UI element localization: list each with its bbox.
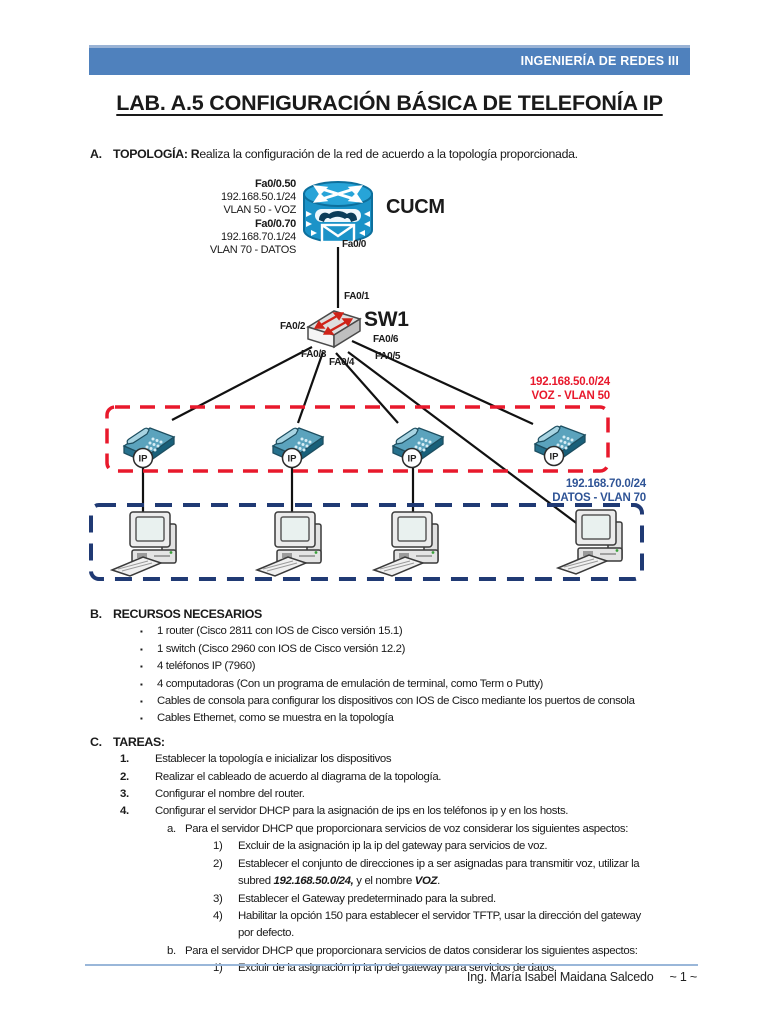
voice-zone-label: 192.168.50.0/24 VOZ - VLAN 50 <box>440 375 610 403</box>
subif-ip: 192.168.70.1/24 <box>220 230 296 243</box>
desktop-pc-icon <box>255 511 322 577</box>
ip-phone-icon: IP <box>122 427 176 469</box>
course-name: INGENIERÍA DE REDES III <box>520 54 679 68</box>
cucm-router-icon <box>303 181 373 244</box>
data-vlan-zone-box <box>89 503 644 581</box>
document-body: B. RECURSOS NECESARIOS ▪1 router (Cisco … <box>90 606 696 978</box>
task-item: 4.Configurar el servidor DHCP para la as… <box>120 805 569 818</box>
cucm-port-label: Fa0/0 <box>342 239 367 250</box>
section-a-letter: A. <box>90 147 102 161</box>
svg-text:IP: IP <box>408 454 418 465</box>
task-sub-item: a.Para el servidor DHCP que proporcionar… <box>167 822 629 835</box>
switch-port-fa05: FA0/5 <box>375 351 401 362</box>
section-b-heading: B. RECURSOS NECESARIOS <box>90 607 262 621</box>
switch-label: SW1 <box>364 308 409 331</box>
svg-text:IP: IP <box>550 452 560 463</box>
switch-port-fa03: FA0/3 <box>301 349 327 360</box>
desktop-pc-icon <box>372 511 439 577</box>
list-item: ▪4 computadoras (Con un programa de emul… <box>140 676 696 693</box>
bullet-icon: ▪ <box>140 662 143 672</box>
section-a-heading: A. TOPOLOGÍA: Realiza la configuración d… <box>90 147 700 161</box>
task-item: 2.Realizar el cableado de acuerdo al dia… <box>120 770 442 783</box>
switch-port-fa02: FA0/2 <box>280 321 306 332</box>
list-item: ▪4 teléfonos IP (7960) <box>140 658 696 675</box>
bullet-icon: ▪ <box>140 644 143 654</box>
bullet-icon: ▪ <box>140 697 143 707</box>
voice-subnet: 192.168.50.0/24 <box>529 376 610 388</box>
switch-port-fa04: FA0/4 <box>329 357 355 368</box>
subif-vlan: VLAN 70 - DATOS <box>209 244 296 257</box>
switch-icon <box>306 310 362 349</box>
list-item: ▪Cables Ethernet, como se muestra en la … <box>140 710 696 727</box>
svg-text:IP: IP <box>288 454 298 465</box>
switch-port-fa06: FA0/6 <box>373 334 399 345</box>
section-c-heading: C. TAREAS: <box>90 734 165 749</box>
switch-port-fa01: FA0/1 <box>344 291 370 302</box>
task-item: 3.Configurar el nombre del router. <box>120 788 305 801</box>
task-item: 1.Establecer la topología e inicializar … <box>120 753 392 766</box>
course-header-bar: INGENIERÍA DE REDES III <box>89 45 690 75</box>
ip-phone-icon: IP <box>271 427 325 469</box>
voice-vlan-zone-box <box>105 405 610 473</box>
cucm-label: CUCM <box>386 196 445 218</box>
bullet-icon: ▪ <box>140 627 143 637</box>
cucm-interface-labels: Fa0/0.50 192.168.50.1/24 VLAN 50 - VOZ F… <box>130 178 296 257</box>
svg-text:IP: IP <box>139 454 149 465</box>
list-item: ▪1 router (Cisco 2811 con IOS de Cisco v… <box>140 623 696 640</box>
task-sub-sub-item: 4) Habilitar la opción 150 para establec… <box>213 909 641 940</box>
task-sub-sub-item: 2) Establecer el conjunto de direcciones… <box>213 857 640 888</box>
footer: Ing. María Isabel Maidana Salcedo ~ 1 ~ <box>90 970 697 984</box>
subif-port: Fa0/0.70 <box>254 217 296 230</box>
list-item: ▪Cables de consola para configurar los d… <box>140 693 696 710</box>
data-zone-label: 192.168.70.0/24 DATOS - VLAN 70 <box>470 477 646 505</box>
ethernet-cables <box>141 247 592 535</box>
list-item: ▪1 switch (Cisco 2960 con IOS de Cisco v… <box>140 641 696 658</box>
footer-page-number: ~ 1 ~ <box>669 970 698 984</box>
ip-phone-icon: IP <box>533 425 587 467</box>
subif-vlan: VLAN 50 - VOZ <box>223 204 296 217</box>
ip-phone-icon: IP <box>391 427 445 469</box>
subif-port: Fa0/0.50 <box>254 178 296 190</box>
topology-diagram-canvas <box>89 247 644 581</box>
bullet-icon: ▪ <box>140 679 143 689</box>
bullet-icon: ▪ <box>140 714 143 724</box>
data-vlan: DATOS - VLAN 70 <box>552 492 646 504</box>
task-sub-item: b.Para el servidor DHCP que proporcionar… <box>167 944 638 957</box>
footer-author: Ing. María Isabel Maidana Salcedo <box>466 970 654 984</box>
voice-vlan: VOZ - VLAN 50 <box>531 390 610 402</box>
desktop-pc-icon <box>110 511 177 577</box>
data-subnet: 192.168.70.0/24 <box>565 478 646 490</box>
page-title: LAB. A.5 CONFIGURACIÓN BÁSICA DE TELEFON… <box>116 91 663 115</box>
section-a-text: TOPOLOGÍA: Realiza la configuración de l… <box>113 147 578 161</box>
subif-ip: 192.168.50.1/24 <box>220 191 296 204</box>
desktop-pc-icon <box>556 509 623 575</box>
task-sub-sub-item: 1)Excluir de la asignación ip la ip del … <box>213 840 548 853</box>
footer-divider <box>85 964 698 966</box>
task-sub-sub-item: 3)Establecer el Gateway predeterminado p… <box>213 892 496 905</box>
